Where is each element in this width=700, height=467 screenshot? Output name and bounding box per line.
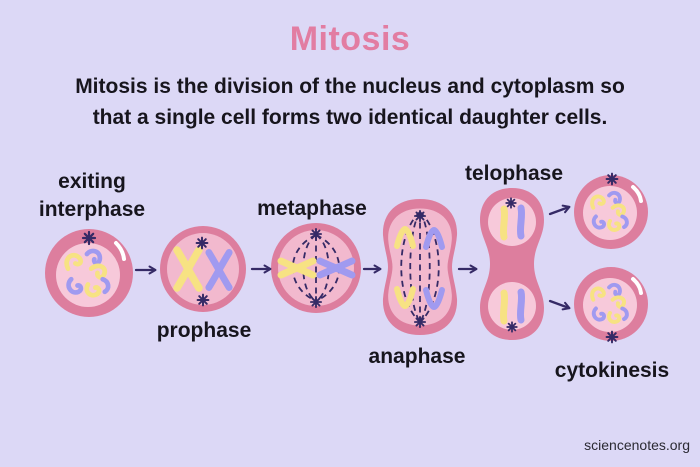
subtitle-line-1: Mitosis is the division of the nucleus a… [75,75,625,98]
centrosome-icon [195,236,209,250]
subtitle-line-2: that a single cell forms two identical d… [92,106,608,129]
chromosome-icon [520,208,521,236]
chromosome-icon [520,292,521,320]
centrosome-icon [309,227,323,241]
centrosome-icon [81,230,97,246]
label-exiting-interphase: exiting interphase [38,170,146,221]
spindle-fibers [400,211,440,323]
centrosome-icon [413,209,427,223]
page-title: Mitosis [289,20,411,58]
cell-prophase [160,226,246,312]
centrosome-icon [605,172,619,186]
arrow-up-right-icon [548,204,571,216]
centrosome-icon [309,295,323,309]
credit-text: sciencenotes.org [584,437,690,453]
cell-cytokinesis-top [574,172,648,249]
label-anaphase: anaphase [368,345,466,368]
centrosome-icon [196,293,210,307]
label-metaphase: metaphase [257,197,367,220]
label-cytokinesis: cytokinesis [554,359,670,382]
chromosome-icon [503,293,504,321]
chromosome-icon [503,209,504,237]
centrosome-icon [506,321,518,333]
label-telophase: telophase [464,162,564,185]
centrosome-icon [505,197,517,209]
cell-telophase [480,188,544,340]
subtitle: Mitosis is the division of the nucleus a… [0,71,700,133]
cell-interphase [45,229,133,317]
label-prophase: prophase [156,319,252,342]
centrosome-icon [605,330,619,344]
centrosome-icon [413,315,427,329]
stage-arrows [134,204,571,311]
arrow-down-right-icon [548,299,571,311]
cell-anaphase [382,199,458,335]
cell-cytokinesis-bottom [574,267,648,344]
cell-metaphase [271,223,361,313]
